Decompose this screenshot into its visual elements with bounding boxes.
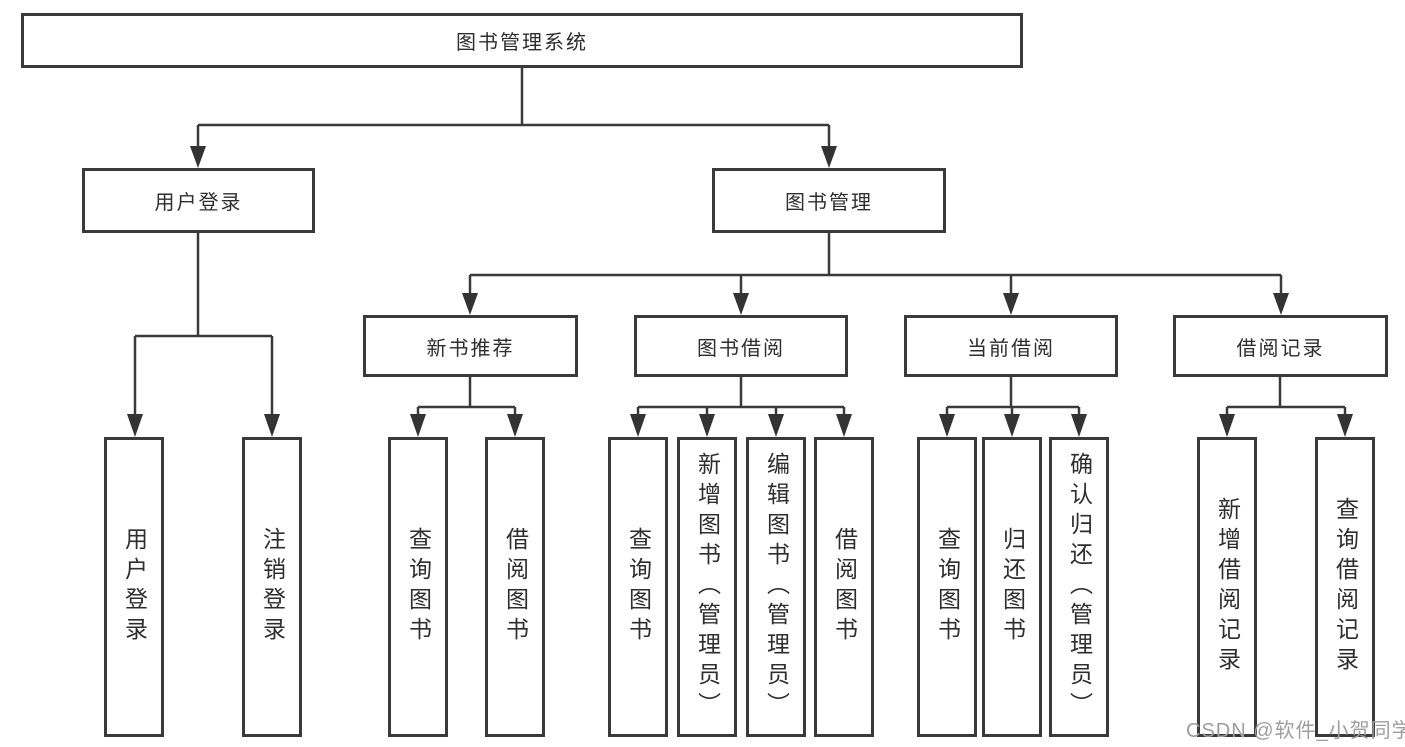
connector-userlogin-to-leaves: [127, 233, 280, 437]
leaf-borrow-query-books: 查询图书: [608, 437, 668, 737]
node-label: 当前借阅: [967, 337, 1055, 360]
leaf-recommend-borrow-books: 借阅图书: [485, 437, 545, 737]
node-root-library-system: 图书管理系统: [21, 13, 1023, 68]
node-label: 图书借阅: [697, 337, 785, 360]
leaf-confirm-return-admin: 确认归还（管理员）: [1049, 437, 1109, 737]
leaf-recommend-query-books: 查询图书: [388, 437, 448, 737]
node-label: 用户登录: [121, 527, 148, 647]
connector-bookmgmt-to-level3: [462, 233, 1289, 315]
node-borrow-record: 借阅记录: [1173, 315, 1388, 377]
node-label: 归还图书: [999, 527, 1026, 647]
node-label: 注销登录: [259, 527, 286, 647]
node-label: 图书管理系统: [456, 32, 588, 54]
node-label: 借阅图书: [502, 527, 529, 647]
leaf-edit-books-admin: 编辑图书（管理员）: [746, 437, 806, 737]
node-label: 借阅记录: [1236, 337, 1325, 360]
leaf-borrow-books: 借阅图书: [814, 437, 874, 737]
connector-bookborrow-to-leaves: [630, 377, 852, 437]
node-new-book-recommend: 新书推荐: [363, 315, 578, 377]
node-label: 新书推荐: [426, 337, 515, 360]
node-book-management: 图书管理: [712, 168, 946, 233]
node-label: 编辑图书（管理员）: [763, 452, 790, 722]
leaf-query-borrow-record: 查询借阅记录: [1315, 437, 1375, 737]
leaf-return-books: 归还图书: [982, 437, 1042, 737]
leaf-logout: 注销登录: [242, 437, 302, 737]
node-label: 查询图书: [934, 527, 961, 647]
node-label: 查询图书: [405, 527, 432, 647]
node-label: 借阅图书: [831, 527, 858, 647]
node-label: 确认归还（管理员）: [1066, 452, 1093, 722]
leaf-user-login: 用户登录: [104, 437, 164, 737]
node-label: 查询图书: [625, 527, 652, 647]
node-label: 新增图书（管理员）: [694, 452, 721, 722]
node-current-borrow: 当前借阅: [904, 315, 1118, 377]
node-book-borrow: 图书借阅: [634, 315, 848, 377]
leaf-add-borrow-record: 新增借阅记录: [1197, 437, 1257, 737]
node-label: 图书管理: [785, 192, 873, 214]
node-label: 用户登录: [154, 192, 243, 214]
csdn-watermark: CSDN @软件_小贺同学: [1186, 720, 1405, 742]
connector-currentborrow-to-leaves: [939, 377, 1087, 437]
leaf-add-books-admin: 新增图书（管理员）: [677, 437, 737, 737]
connector-root-to-level2: [190, 68, 837, 168]
connector-borrowrecord-to-leaves: [1219, 377, 1353, 437]
node-label: 新增借阅记录: [1214, 497, 1241, 677]
connector-newbookrec-to-leaves: [410, 377, 523, 437]
node-label: 查询借阅记录: [1332, 497, 1359, 677]
leaf-current-query-books: 查询图书: [917, 437, 977, 737]
node-user-login: 用户登录: [82, 168, 315, 233]
